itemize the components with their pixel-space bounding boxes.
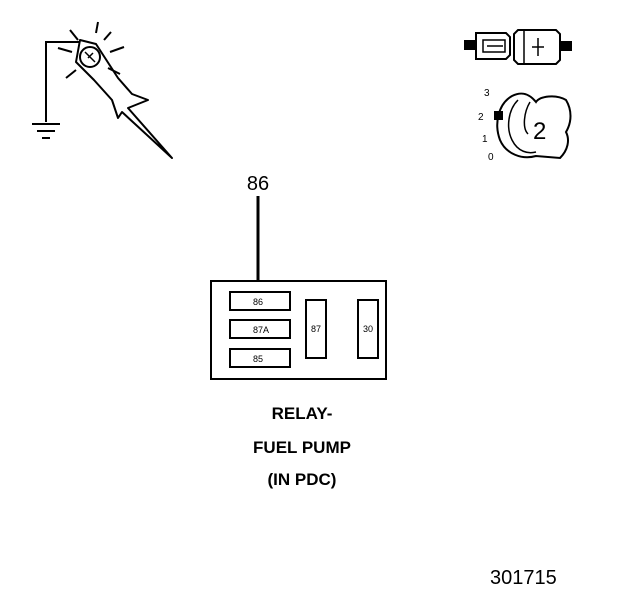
figure-number: 301715 — [490, 567, 557, 589]
ignition-key-label: 2 — [533, 118, 546, 145]
terminal-85-label: 85 — [253, 354, 263, 364]
test-light-probe-icon — [32, 21, 173, 159]
switch-position-2: 2 — [478, 112, 484, 123]
position-indicator-icon — [494, 111, 503, 120]
terminal-86 — [229, 291, 291, 311]
terminal-87-label: 87 — [311, 324, 321, 334]
terminal-30 — [357, 299, 379, 359]
ground-symbol-icon — [32, 123, 60, 139]
caption-line-3: (IN PDC) — [267, 470, 337, 489]
terminal-30-label: 30 — [363, 324, 373, 334]
relay-cavity-block: 86 87A 85 87 30 — [210, 280, 387, 380]
caption-line-1: RELAY- — [271, 404, 333, 423]
switch-position-1: 1 — [482, 134, 488, 145]
connector-disconnected-icon — [464, 29, 572, 65]
pin-callout-label: 86 — [247, 173, 269, 195]
switch-position-0: 0 — [488, 152, 494, 163]
terminal-87a-label: 87A — [253, 325, 269, 335]
switch-position-3: 3 — [484, 88, 490, 99]
ignition-switch-icon: 3 2 1 0 2 — [478, 88, 572, 163]
terminal-87a — [229, 319, 291, 339]
terminal-86-label: 86 — [253, 297, 263, 307]
terminal-85 — [229, 348, 291, 368]
caption-line-2: FUEL PUMP — [253, 438, 351, 457]
terminal-87 — [305, 299, 327, 359]
